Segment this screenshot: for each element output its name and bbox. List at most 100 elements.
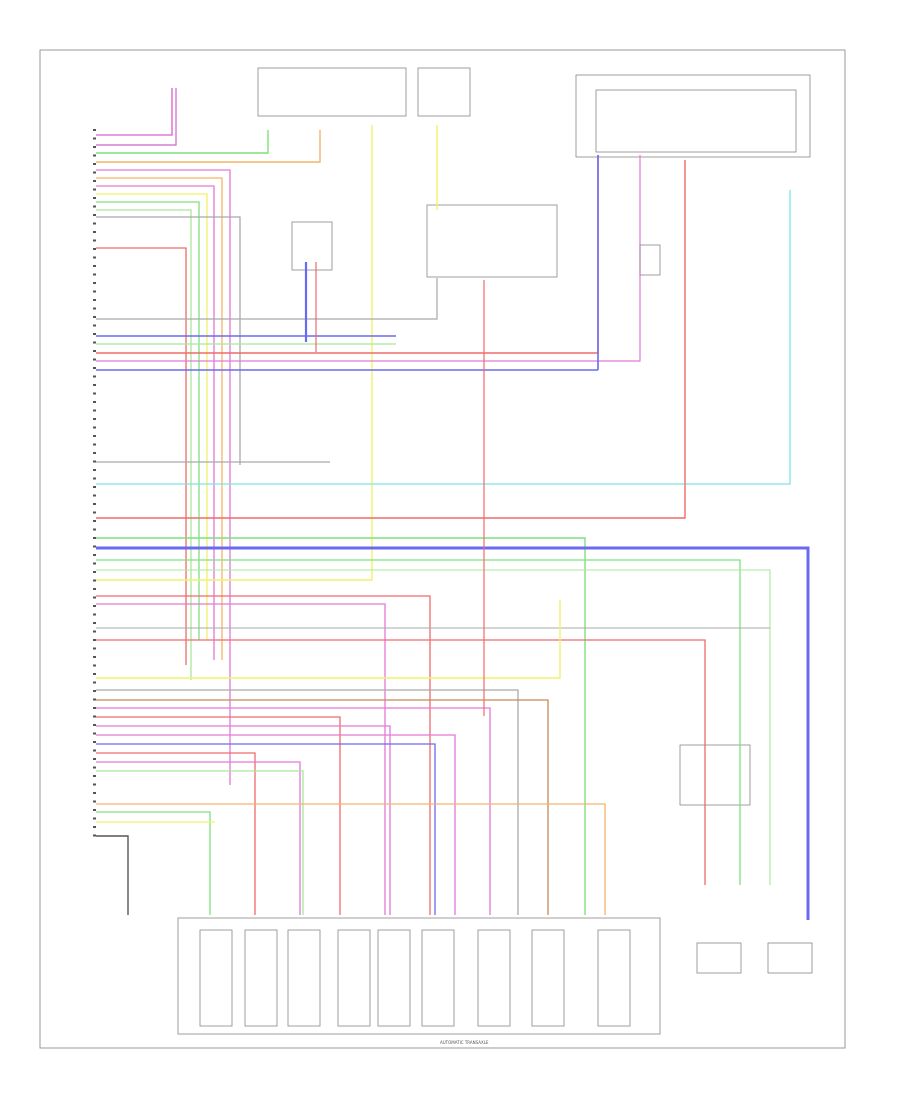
wire-low-5 xyxy=(96,734,456,915)
wire-red-right xyxy=(96,639,706,885)
connector-pin xyxy=(93,486,96,488)
footer-label: AUTOMATIC TRANSAXLE xyxy=(440,1040,489,1045)
connector-pin xyxy=(93,647,96,650)
connector-pin xyxy=(93,367,96,369)
solenoid-5 xyxy=(377,929,411,1027)
wire-bundle-4 xyxy=(96,201,200,640)
connector-pin xyxy=(93,537,96,539)
wire-cyan-long xyxy=(96,190,791,485)
wire-low-6 xyxy=(96,743,436,915)
connector-pin xyxy=(93,299,96,301)
wire-low-1 xyxy=(96,699,549,915)
connector-pin xyxy=(93,800,96,803)
connector-pin xyxy=(93,554,96,556)
connector-pin xyxy=(93,630,96,633)
wire-green-right xyxy=(96,559,741,885)
connector-pin xyxy=(93,180,96,182)
connector-pin xyxy=(93,528,96,531)
connector-pin xyxy=(93,732,96,735)
ignition-relay-box xyxy=(575,74,811,158)
wire-low-2 xyxy=(96,707,491,915)
connector-pin xyxy=(93,460,96,463)
wire-low-7 xyxy=(96,752,256,915)
wire-green-long xyxy=(96,537,586,915)
connector-pin xyxy=(93,503,96,505)
connector-pin xyxy=(93,418,96,420)
connector-pin xyxy=(93,775,96,777)
connector-pin xyxy=(93,783,96,786)
connector-pin xyxy=(93,137,96,140)
connector-pin xyxy=(93,605,96,607)
wire-low-9 xyxy=(96,770,304,915)
connector-pin xyxy=(93,265,96,267)
connector-pin xyxy=(93,443,96,446)
connector-pin xyxy=(93,341,96,344)
connector-pin xyxy=(93,596,96,599)
wire-violet-top xyxy=(96,88,177,146)
wire-green-bottom xyxy=(96,811,211,915)
transaxle-housing xyxy=(177,917,661,1035)
wire-bundle-1 xyxy=(96,177,223,660)
solenoid-3 xyxy=(287,929,321,1027)
wire-gray-relay xyxy=(96,278,438,320)
connector-pin xyxy=(93,511,96,514)
connector-pin xyxy=(93,154,96,157)
connector-pin xyxy=(93,290,96,293)
wire-red-mid xyxy=(96,595,431,915)
connector-pin xyxy=(93,171,96,174)
connector-pin xyxy=(93,392,96,395)
cruise-relay-box xyxy=(426,204,558,278)
connector-pin xyxy=(93,613,96,616)
connector-pin xyxy=(93,809,96,811)
wire-lg-right xyxy=(96,569,771,885)
connector-pin xyxy=(93,409,96,412)
connector-pin xyxy=(93,197,96,199)
connector-pin xyxy=(93,494,96,497)
connector-pin xyxy=(93,239,96,242)
connector-pin xyxy=(93,401,96,403)
wire-pink-ign xyxy=(96,155,641,362)
wire-yellow-long xyxy=(96,125,373,581)
connector-pin xyxy=(93,316,96,318)
solenoid-6 xyxy=(421,929,455,1027)
connector-pin xyxy=(93,222,96,225)
connector-pin xyxy=(93,562,96,565)
connector-pin xyxy=(93,188,96,191)
wire-low-4 xyxy=(96,725,391,915)
connector-pin-group xyxy=(93,129,96,837)
brake-switch-box xyxy=(291,221,333,271)
wire-bundle-0 xyxy=(96,169,231,785)
wire-group xyxy=(96,88,810,920)
solenoid-7 xyxy=(477,929,511,1027)
connector-pin xyxy=(93,673,96,675)
solenoid-group xyxy=(199,929,631,1027)
connector-pin xyxy=(93,146,96,148)
connector-pin xyxy=(93,375,96,378)
turbine-speed-sensor xyxy=(696,942,742,974)
solenoid-4 xyxy=(337,929,371,1027)
ignition-relay-inner xyxy=(595,89,797,153)
connector-pin xyxy=(93,273,96,276)
connector-pin xyxy=(93,622,96,624)
solenoid-1 xyxy=(199,929,233,1027)
connector-pin xyxy=(93,256,96,259)
connector-pin xyxy=(93,715,96,718)
connector-pin xyxy=(93,698,96,701)
wire-ground xyxy=(96,835,129,915)
ground-switch-box xyxy=(679,744,751,806)
wire-low-3 xyxy=(96,716,341,915)
connector-pin xyxy=(93,452,96,454)
connector-pin xyxy=(93,520,96,522)
connector-pin xyxy=(93,545,96,548)
connector-pin xyxy=(93,749,96,752)
connector-pin xyxy=(93,214,96,216)
solenoid-9 xyxy=(597,929,631,1027)
connector-pin xyxy=(93,358,96,361)
connector-pin xyxy=(93,231,96,233)
wire-red-ign2 xyxy=(96,160,686,519)
connector-pin xyxy=(93,826,96,828)
connector-pin xyxy=(93,664,96,667)
connector-pin xyxy=(93,656,96,658)
connector-pin xyxy=(93,817,96,820)
